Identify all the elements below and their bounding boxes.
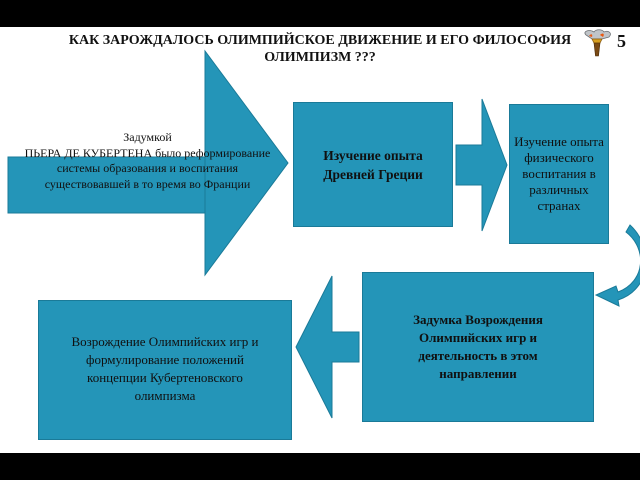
step-other-countries: Изучение опыта физического воспитания в …	[509, 104, 609, 244]
intro-text: Задумкой ПЬЕРА ДЕ КУБЕРТЕНА было реформи…	[20, 130, 275, 192]
slide-title: КАК ЗАРОЖДАЛОСЬ ОЛИМПИЙСКОЕ ДВИЖЕНИЕ И Е…	[68, 33, 572, 65]
intro-arrow-shaft	[7, 156, 209, 214]
intro-heading: Задумкой	[123, 130, 172, 144]
arrow-step1-to-step2	[455, 98, 508, 232]
step-olympic-revival: Возрождение Олимпийских игр и формулиров…	[38, 300, 292, 440]
slide: КАК ЗАРОЖДАЛОСЬ ОЛИМПИЙСКОЕ ДВИЖЕНИЕ И Е…	[0, 27, 640, 453]
intro-body: ПЬЕРА ДЕ КУБЕРТЕНА было реформирование с…	[24, 145, 271, 191]
step-ancient-greece: Изучение опыта Древней Греции	[293, 102, 453, 227]
torch-icon	[584, 29, 611, 57]
intro-arrow-head	[204, 49, 289, 277]
flow-arrows	[7, 49, 640, 419]
page-number: 5	[617, 31, 626, 51]
step-olympic-revival-idea: Задумка Возрождения Олимпийских игр и де…	[362, 272, 594, 422]
arrow-step2-to-step3	[594, 224, 640, 307]
arrow-step3-to-step4	[295, 275, 360, 419]
